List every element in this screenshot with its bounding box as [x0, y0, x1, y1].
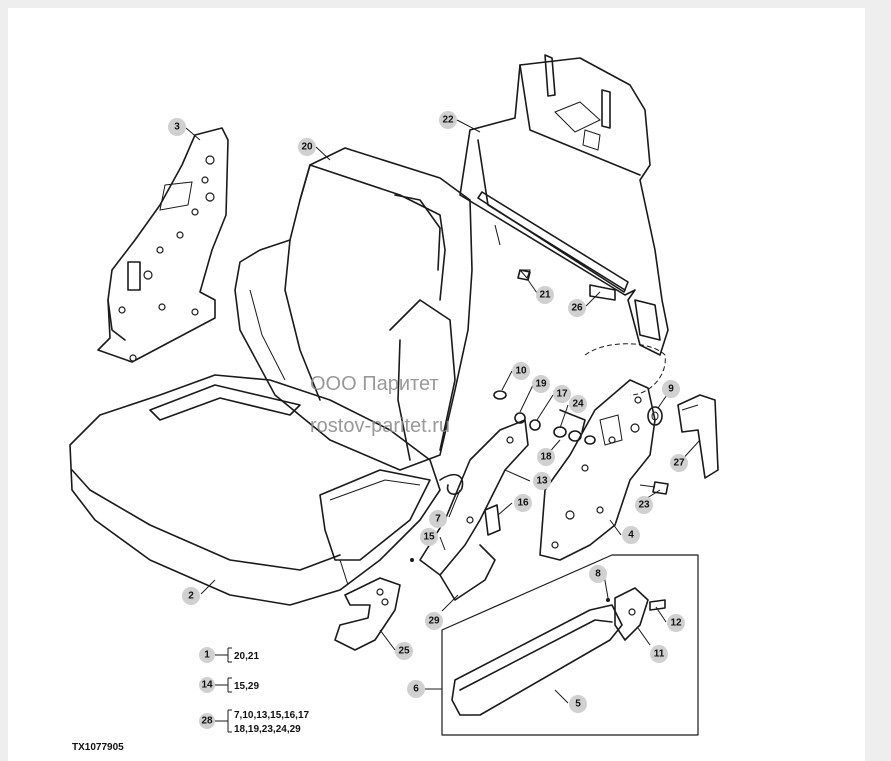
- callout-c13: 13: [533, 472, 551, 490]
- svg-text:9: 9: [668, 384, 674, 395]
- bracket-part: [97, 127, 229, 363]
- callout-c17: 4: [622, 526, 640, 544]
- svg-text:22: 22: [442, 115, 454, 126]
- svg-text:27: 27: [673, 458, 685, 469]
- callout-c15: 7: [429, 510, 447, 528]
- svg-text:8: 8: [595, 569, 601, 580]
- callout-c10: 18: [537, 448, 555, 466]
- svg-text:7: 7: [435, 514, 441, 525]
- legend-28-refs-line2: 18,19,23,24,29: [234, 724, 301, 735]
- callout-c5: 26: [568, 299, 586, 317]
- svg-text:20: 20: [301, 142, 313, 153]
- svg-text:29: 29: [428, 616, 440, 627]
- svg-text:15: 15: [423, 532, 435, 543]
- callout-c6: 10: [512, 362, 530, 380]
- svg-text:26: 26: [571, 303, 583, 314]
- svg-text:10: 10: [515, 366, 527, 377]
- callout-c16: 15: [420, 528, 438, 546]
- svg-text:24: 24: [572, 399, 584, 410]
- callout-c18: 23: [635, 496, 653, 514]
- callout-c3: 22: [439, 111, 457, 129]
- seat-cushion-part: [69, 374, 441, 606]
- dashed-outline: [584, 343, 666, 396]
- svg-text:17: 17: [556, 389, 568, 400]
- callout-c25: 6: [407, 680, 425, 698]
- callout-c1: 3: [168, 118, 186, 136]
- svg-text:3: 3: [174, 122, 180, 133]
- document-id: TX1077905: [72, 742, 124, 753]
- callout-c26: 5: [569, 695, 587, 713]
- callout-c23: 12: [667, 614, 685, 632]
- svg-text:5: 5: [575, 699, 581, 710]
- legend-28-refs-line1: 7,10,13,15,16,17: [234, 710, 310, 721]
- callout-c7: 19: [532, 375, 550, 393]
- svg-text:6: 6: [413, 684, 419, 695]
- legend-item-28: 28: [199, 713, 215, 729]
- watermark-url: rostov-paritet.ru: [310, 415, 450, 437]
- lower-bracket-part: [334, 577, 401, 651]
- svg-text:25: 25: [398, 646, 410, 657]
- callout-c12: 27: [670, 454, 688, 472]
- callout-c8: 17: [553, 385, 571, 403]
- callout-c20: 29: [425, 612, 443, 630]
- callout-c19: 2: [182, 587, 200, 605]
- svg-text:13: 13: [536, 476, 548, 487]
- recline-mechanism-part: [410, 419, 529, 601]
- svg-text:19: 19: [535, 379, 547, 390]
- leader-lines: [185, 119, 701, 704]
- svg-text:4: 4: [628, 530, 634, 541]
- svg-text:2: 2: [188, 591, 194, 602]
- legend-1-refs: 20,21: [234, 651, 259, 662]
- svg-text:28: 28: [201, 716, 213, 727]
- legend-item-14: 14: [199, 677, 215, 693]
- side-plate-part: [539, 379, 656, 561]
- callout-c14: 16: [514, 494, 532, 512]
- svg-text:12: 12: [670, 618, 682, 629]
- legend-14-refs: 15,29: [234, 681, 259, 692]
- watermark-company: ООО Паритет: [310, 373, 439, 395]
- svg-text:1: 1: [204, 650, 210, 661]
- callout-c24: 11: [650, 645, 668, 663]
- hardware-parts: [493, 269, 669, 495]
- handle-part: [647, 394, 719, 479]
- callout-c21: 25: [395, 642, 413, 660]
- legend: 1 20,21 14 15,29 28 7,10,13,15,16,17 18,…: [199, 647, 310, 735]
- callout-c22: 8: [589, 565, 607, 583]
- callout-c11: 9: [662, 380, 680, 398]
- back-cushion-part: [234, 147, 473, 471]
- callout-c4: 21: [536, 286, 554, 304]
- backrest-frame-part: [459, 54, 669, 356]
- svg-text:16: 16: [517, 498, 529, 509]
- svg-text:18: 18: [540, 452, 552, 463]
- svg-text:14: 14: [201, 680, 213, 691]
- armrest-box: [441, 554, 699, 736]
- callout-c9: 24: [569, 395, 587, 413]
- svg-text:11: 11: [654, 649, 665, 660]
- svg-text:21: 21: [539, 290, 551, 301]
- callout-c2: 20: [298, 138, 316, 156]
- diagram-sheet: [8, 8, 865, 761]
- svg-text:23: 23: [638, 500, 650, 511]
- legend-item-1: 1: [199, 647, 215, 663]
